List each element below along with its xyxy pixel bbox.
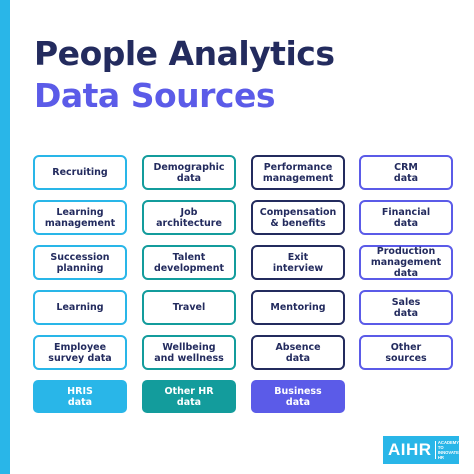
source-cell: Demographic data: [142, 155, 236, 190]
source-cell: Performance management: [251, 155, 345, 190]
source-cell: Absence data: [251, 335, 345, 370]
legend-hris: HRIS data: [33, 380, 127, 413]
source-cell: Wellbeing and wellness: [142, 335, 236, 370]
logo-tagline: ACADEMY TO INNOVATE HR: [437, 440, 459, 460]
source-cell: Employee survey data: [33, 335, 127, 370]
logo-text: AIHR: [388, 440, 432, 459]
legend-business: Business data: [251, 380, 345, 413]
source-cell: Recruiting: [33, 155, 127, 190]
left-accent-bar: [0, 0, 10, 474]
source-cell: Learning management: [33, 200, 127, 235]
source-cell: Learning: [33, 290, 127, 325]
legend-other-hr: Other HR data: [142, 380, 236, 413]
source-cell: Compensation & benefits: [251, 200, 345, 235]
source-cell: Talent development: [142, 245, 236, 280]
source-cell: CRM data: [359, 155, 453, 190]
source-cell: Mentoring: [251, 290, 345, 325]
source-cell: Succession planning: [33, 245, 127, 280]
source-cell: Financial data: [359, 200, 453, 235]
source-cell: Job architecture: [142, 200, 236, 235]
source-cell: Exit interview: [251, 245, 345, 280]
page-title-line-1: People Analytics: [34, 34, 335, 73]
source-cell: Sales data: [359, 290, 453, 325]
aihr-logo: AIHR ACADEMY TO INNOVATE HR: [383, 436, 459, 464]
page-title-line-2: Data Sources: [34, 76, 275, 115]
source-cell: Other sources: [359, 335, 453, 370]
source-cell: Production management data: [359, 245, 453, 280]
source-cell: Travel: [142, 290, 236, 325]
